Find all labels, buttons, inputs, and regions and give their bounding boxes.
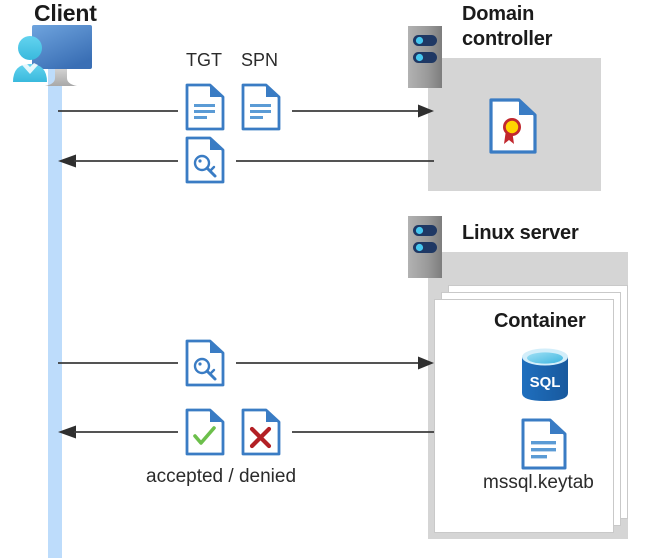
keytab-document-icon (521, 418, 567, 470)
denied-document-icon (241, 408, 281, 456)
key-document-icon-request (185, 339, 225, 387)
spn-label: SPN (241, 50, 279, 70)
flow-2-arrow-line (58, 154, 434, 168)
flow-1-arrow-line (58, 104, 434, 118)
key-document-icon (185, 136, 225, 184)
accepted-denied-caption: accepted / denied (146, 466, 297, 487)
linux-server-title: Linux server (462, 222, 579, 244)
sql-database-icon: SQL (518, 347, 572, 403)
tgt-document-icon (185, 83, 225, 131)
client-computer-user-icon (8, 20, 118, 92)
domain-controller-server-rack-icon (408, 26, 442, 88)
client-title: Client (34, 0, 97, 26)
spn-document-icon (241, 83, 281, 131)
linux-server-rack-icon (408, 216, 442, 278)
client-lifeline (48, 60, 62, 558)
container-card-front[interactable] (434, 299, 614, 533)
container-title: Container (494, 310, 586, 332)
accepted-document-icon (185, 408, 225, 456)
flow-4-arrow-line (58, 425, 434, 439)
sql-database-icon-label: SQL (530, 374, 561, 391)
certificate-document-icon (489, 98, 537, 154)
keytab-label: mssql.keytab (483, 472, 594, 493)
tgt-label: TGT (186, 50, 222, 70)
flow-3-arrow-line (58, 356, 434, 370)
